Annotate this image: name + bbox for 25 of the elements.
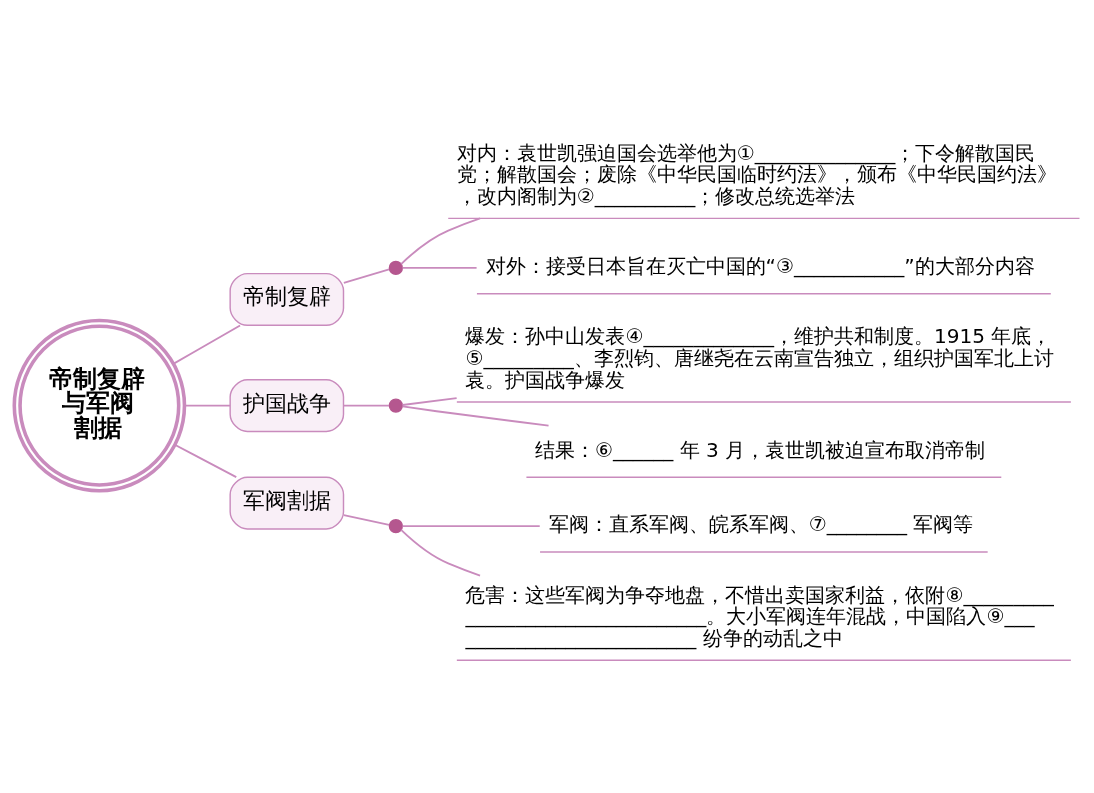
connector (173, 443, 238, 478)
node-circle: 帝制复辟与军阀割据 (12, 318, 187, 492)
node-circle (388, 397, 404, 413)
connector (172, 324, 241, 365)
node-text: 结果：⑥______ 年 3 月，袁世凯被迫宣布取消帝制 (535, 437, 986, 462)
node-text: 危害：这些军阀为争夺地盘，不惜出卖国家利益，依附⑧_________________________________。大小军阀连年混战，中国陷入⑨__________________________ 纷争的动乱之中 (465, 582, 1054, 650)
connector (401, 396, 458, 406)
node-circle (388, 260, 404, 275)
connector (400, 217, 481, 265)
connector (401, 404, 550, 427)
node-box: 军阀割据 (229, 476, 345, 530)
node-box: 帝制复辟 (229, 272, 345, 326)
connector (342, 404, 390, 407)
connector (342, 268, 390, 284)
connector (342, 513, 390, 526)
connector (401, 266, 478, 269)
node-text: 爆发：孙中山发表④_____________，维护共和制度。1915 年底，⑤_________、李烈钧、唐继尧在云南宣告独立，组织护国军北上讨袁。护国战争爆发 (465, 323, 1054, 392)
node-text: 对外：接受日本旨在灭亡中国的“③___________”的大部分内容 (485, 253, 1035, 278)
connector (401, 524, 541, 527)
node-box: 护国战争 (229, 378, 345, 432)
node-circle (388, 518, 404, 533)
node-text: 对内：袁世凯强迫国会选举他为①______________；下令解散国民党；解散国会；废除《中华民国临时约法》，颁布《中华民国约法》，改内阁制为②__________；修改总统选举法 (456, 140, 1057, 208)
connector (183, 404, 231, 407)
node-text: 军阀：直系军阀、皖系军阀、⑦________ 军阀等 (548, 511, 974, 536)
connector (400, 528, 481, 576)
